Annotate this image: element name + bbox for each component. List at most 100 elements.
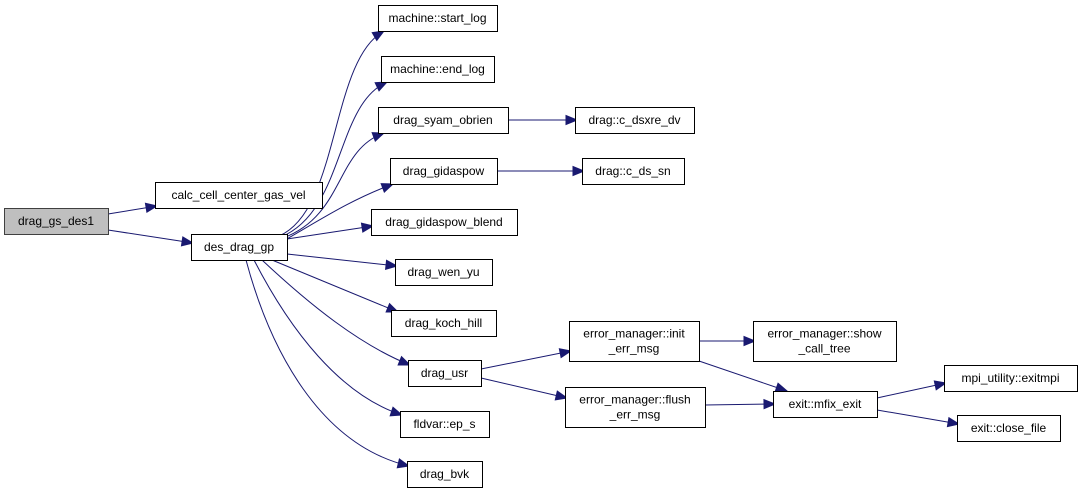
node-error-manager-init-err-msg[interactable]: error_manager::init_err_msg (569, 321, 700, 362)
node-label: exit::close_file (971, 421, 1047, 435)
arrowhead-icon (380, 183, 395, 193)
arrowhead-icon (374, 81, 389, 92)
node-box[interactable] (575, 107, 695, 134)
node-error-manager-show-call-tree[interactable]: error_manager::show_call_tree (753, 321, 897, 362)
edge-des-drag-gp-to-drag-wen-yu (286, 253, 399, 270)
edge-line (282, 132, 385, 239)
node-box[interactable] (773, 391, 878, 418)
node-mpi-utility-exitmpi[interactable]: mpi_utility::exitmpi (944, 365, 1078, 392)
node-box[interactable] (753, 321, 897, 362)
nodes-layer: drag_gs_des1 calc_cell_center_gas_vel des_… (4, 5, 1078, 488)
arrowhead-icon (565, 114, 579, 126)
edge-line (876, 382, 947, 399)
arrowhead-icon (554, 390, 569, 401)
node-box[interactable] (565, 387, 706, 428)
node-des-drag-gp[interactable]: des_drag_gp (191, 234, 288, 261)
edge-des-drag-gp-to-drag-usr (261, 259, 412, 366)
edge-drag-usr-to-error-manager-flush-err-msg (480, 377, 569, 401)
node-drag-c-dsxre-dv[interactable]: drag::c_dsxre_dv (575, 107, 695, 134)
node-drag-wen-yu[interactable]: drag_wen_yu (395, 259, 493, 286)
edge-line (261, 259, 411, 366)
node-drag-gs-des1[interactable]: drag_gs_des1 (4, 208, 109, 235)
node-label: exit::mfix_exit (789, 397, 862, 411)
edge-line (876, 409, 960, 425)
arrowhead-icon (558, 348, 573, 359)
edge-exit-mfix-exit-to-mpi-utility-exitmpi (876, 380, 948, 399)
edge-drag-gidaspow-to-drag-c-ds-sn (497, 165, 586, 177)
node-label: _err_msg (608, 342, 660, 356)
edge-line (278, 30, 385, 237)
node-machine-start-log[interactable]: machine::start_log (378, 5, 498, 32)
node-box[interactable] (957, 415, 1061, 442)
node-drag-gidaspow-blend[interactable]: drag_gidaspow_blend (371, 209, 518, 236)
arrowhead-icon (743, 335, 757, 347)
edge-line (698, 360, 788, 392)
edges-layer (107, 30, 961, 469)
node-box[interactable] (381, 56, 495, 83)
node-drag-syam-obrien[interactable]: drag_syam_obrien (378, 107, 509, 134)
node-label: drag::c_ds_sn (595, 164, 670, 178)
edge-error-manager-init-err-msg-to-exit-mfix-exit (698, 360, 789, 393)
node-box[interactable] (371, 209, 518, 236)
node-exit-close-file[interactable]: exit::close_file (957, 415, 1061, 442)
node-box[interactable] (407, 461, 483, 488)
node-box[interactable] (191, 234, 288, 261)
arrowhead-icon (384, 259, 399, 270)
node-label: drag_usr (421, 366, 468, 380)
node-label: error_manager::flush (579, 393, 690, 407)
node-box[interactable] (569, 321, 700, 362)
node-label: mpi_utility::exitmpi (961, 371, 1059, 385)
node-label: drag::c_dsxre_dv (588, 113, 680, 127)
node-box[interactable] (395, 259, 493, 286)
node-box[interactable] (944, 365, 1078, 392)
edge-des-drag-gp-to-drag-gidaspow-blend (286, 222, 375, 240)
node-box[interactable] (390, 158, 498, 185)
node-drag-koch-hill[interactable]: drag_koch_hill (391, 310, 497, 337)
edge-line (253, 259, 403, 416)
node-drag-gidaspow[interactable]: drag_gidaspow (390, 158, 498, 185)
node-box[interactable] (155, 182, 323, 209)
node-box[interactable] (378, 5, 498, 32)
node-label: error_manager::show (767, 327, 881, 341)
arrowhead-icon (396, 458, 411, 469)
node-label: drag_gidaspow (403, 164, 485, 178)
node-box[interactable] (582, 158, 685, 185)
node-drag-bvk[interactable]: drag_bvk (407, 461, 483, 488)
node-label: calc_cell_center_gas_vel (171, 188, 305, 202)
node-drag-usr[interactable]: drag_usr (408, 360, 482, 387)
edge-line (280, 81, 388, 238)
node-label: drag_koch_hill (405, 316, 482, 330)
edge-line (480, 350, 572, 370)
node-box[interactable] (391, 310, 497, 337)
edge-error-manager-flush-err-msg-to-exit-mfix-exit (704, 398, 777, 410)
node-drag-c-ds-sn[interactable]: drag::c_ds_sn (582, 158, 685, 185)
node-label: error_manager::init (583, 327, 685, 341)
node-label: _err_msg (609, 408, 661, 422)
arrowhead-icon (180, 236, 195, 247)
node-box[interactable] (4, 208, 109, 235)
node-machine-end-log[interactable]: machine::end_log (381, 56, 495, 83)
node-calc-cell-center-gas-vel[interactable]: calc_cell_center_gas_vel (155, 182, 323, 209)
edge-line (107, 229, 194, 244)
node-fldvar-ep-s[interactable]: fldvar::ep_s (400, 411, 490, 438)
node-label: drag_gidaspow_blend (385, 215, 502, 229)
node-box[interactable] (408, 360, 482, 387)
edge-des-drag-gp-to-fldvar-ep-s (253, 259, 404, 417)
arrowhead-icon (933, 380, 948, 391)
edge-error-manager-init-err-msg-to-error-manager-show-call-tree (699, 335, 757, 347)
arrowhead-icon (360, 222, 375, 233)
edge-des-drag-gp-to-drag-bvk (245, 259, 411, 469)
edge-des-drag-gp-to-drag-gidaspow (284, 183, 395, 241)
edge-line (271, 259, 399, 313)
node-error-manager-flush-err-msg[interactable]: error_manager::flush_err_msg (565, 387, 706, 428)
node-label: drag_gs_des1 (18, 214, 94, 228)
node-box[interactable] (378, 107, 509, 134)
node-label: drag_wen_yu (407, 265, 479, 279)
edge-line (286, 253, 398, 267)
arrowhead-icon (389, 406, 404, 417)
edge-line (245, 259, 410, 467)
node-box[interactable] (400, 411, 490, 438)
edge-drag-syam-obrien-to-drag-c-dsxre-dv (508, 114, 579, 126)
node-exit-mfix-exit[interactable]: exit::mfix_exit (773, 391, 878, 418)
edge-line (286, 225, 374, 240)
